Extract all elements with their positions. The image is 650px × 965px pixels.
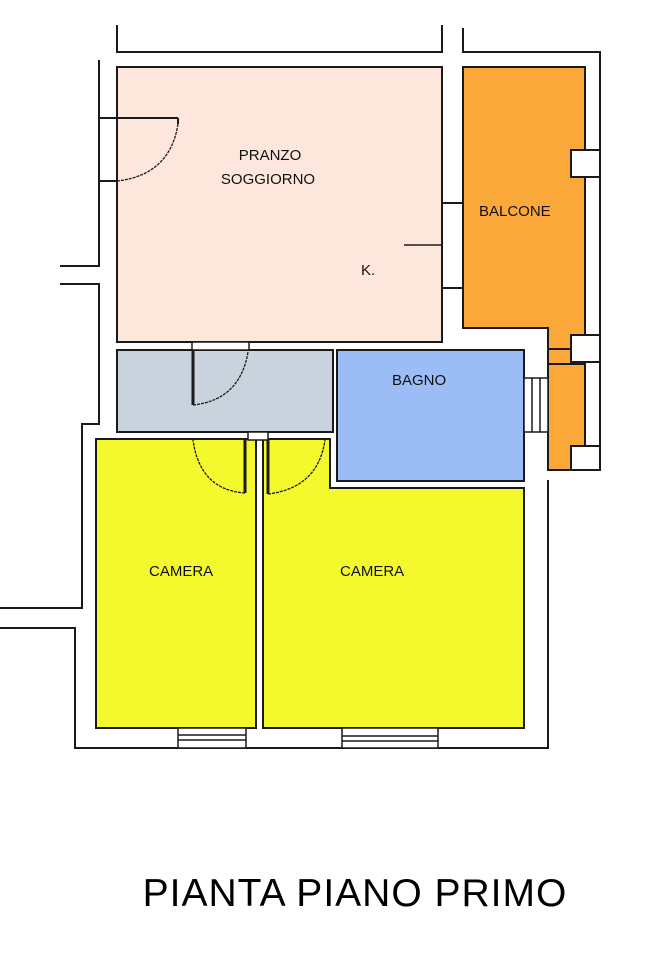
- room-bath: [336, 349, 525, 482]
- room-balcony: [462, 66, 586, 471]
- balcony-piers: [548, 149, 601, 471]
- label-kitchen: K.: [361, 262, 375, 279]
- label-living-1: PRANZO: [239, 147, 302, 164]
- label-bath: BAGNO: [392, 372, 446, 389]
- room-hall: [116, 349, 334, 433]
- hall-door: [191, 341, 250, 406]
- label-living-2: SOGGIORNO: [221, 171, 315, 188]
- room-bedroom-right: [262, 438, 525, 729]
- entrance-door: [99, 117, 179, 182]
- bedroom-doors: [192, 431, 326, 495]
- bedroom-windows: [177, 727, 439, 749]
- wall-top-right: [462, 28, 601, 470]
- wall-top-left: [116, 25, 443, 53]
- bath-window: [523, 377, 549, 433]
- wall-left-lower: [0, 480, 549, 749]
- wall-left-upper: [60, 60, 100, 267]
- label-balcony: BALCONE: [479, 203, 551, 220]
- room-living: [116, 66, 443, 343]
- room-bedroom-left: [95, 438, 257, 729]
- wall-left-mid: [0, 283, 100, 609]
- plan-title: PIANTA PIANO PRIMO: [142, 872, 568, 915]
- living-balcony-opening: [441, 202, 464, 289]
- label-bedroom-right: CAMERA: [340, 563, 404, 580]
- label-bedroom-left: CAMERA: [149, 563, 213, 580]
